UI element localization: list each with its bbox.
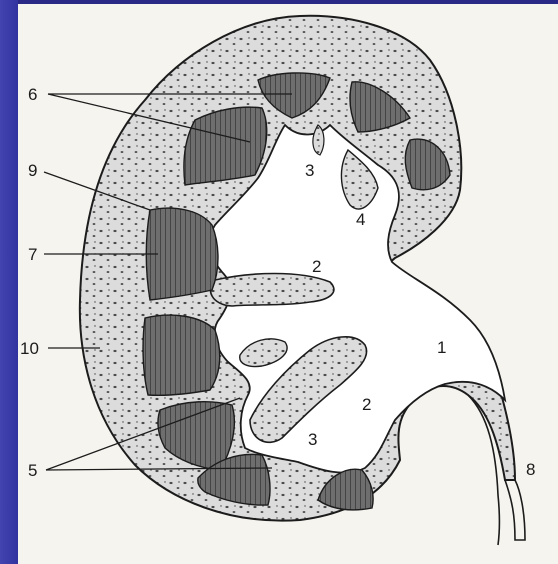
label-2-lower: 2 — [362, 395, 371, 414]
label-2-upper: 2 — [312, 257, 321, 276]
renal-column-middle — [210, 274, 333, 307]
pyramid-lower-left — [143, 315, 220, 395]
label-3-lower: 3 — [308, 430, 317, 449]
label-8: 8 — [526, 460, 535, 479]
label-10: 10 — [20, 339, 39, 358]
label-3-upper: 3 — [305, 161, 314, 180]
label-6: 6 — [28, 85, 37, 104]
label-1: 1 — [437, 338, 446, 357]
label-4: 4 — [356, 210, 365, 229]
pyramid-upper-left — [184, 107, 267, 185]
label-5: 5 — [28, 461, 37, 480]
label-7: 7 — [28, 245, 37, 264]
ureter-outer — [505, 480, 525, 540]
label-9: 9 — [28, 161, 37, 180]
